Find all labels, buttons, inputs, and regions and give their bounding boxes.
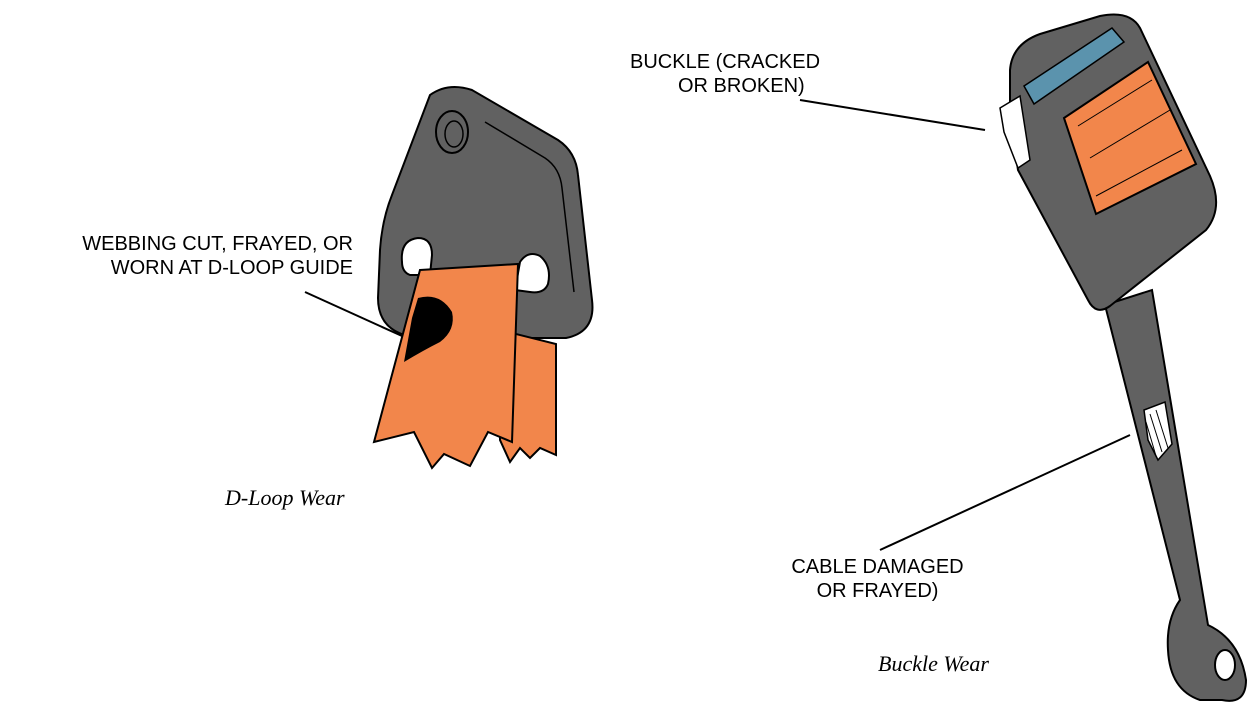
buckle-latch — [1062, 60, 1198, 216]
buckle-caption: Buckle Wear — [878, 651, 989, 676]
buckle-release-button — [1023, 27, 1126, 106]
d-loop-contour — [484, 121, 575, 293]
buckle-callout-line1: BUCKLE (CRACKED — [630, 51, 821, 73]
webbing-damage — [404, 296, 453, 362]
cable-callout-leader — [879, 434, 1131, 551]
buckle-latch-ridges — [1077, 79, 1183, 197]
d-loop-bolt-inner — [444, 120, 464, 148]
d-loop-caption: D-Loop Wear — [225, 485, 345, 510]
webbing-callout-leader — [304, 291, 403, 337]
webbing-callout-line2: WORN AT D-LOOP GUIDE — [110, 257, 353, 279]
webbing-callout: WEBBING CUT, FRAYED, OR WORN AT D-LOOP G… — [40, 232, 353, 280]
buckle-cable — [1103, 288, 1248, 702]
cable-eyelet — [1214, 649, 1236, 681]
buckle-illustration — [799, 13, 1248, 702]
buckle-callout-line2: OR BROKEN) — [678, 75, 805, 97]
cable-callout-line1: CABLE DAMAGED — [791, 556, 964, 578]
d-loop-slot-left — [400, 236, 434, 276]
cable-callout-line2: OR FRAYED) — [816, 580, 939, 602]
cable-fray-strands — [1145, 409, 1169, 457]
cable-callout: CABLE DAMAGED OR FRAYED) — [775, 555, 980, 603]
buckle-crack — [999, 94, 1031, 170]
buckle-callout-leader — [799, 99, 986, 131]
webbing-front — [372, 262, 520, 470]
webbing-callout-line1: WEBBING CUT, FRAYED, OR — [82, 233, 353, 255]
buckle-callout: BUCKLE (CRACKED OR BROKEN) — [630, 50, 820, 98]
d-loop-slot-right — [513, 253, 550, 294]
d-loop-illustration — [304, 85, 594, 470]
